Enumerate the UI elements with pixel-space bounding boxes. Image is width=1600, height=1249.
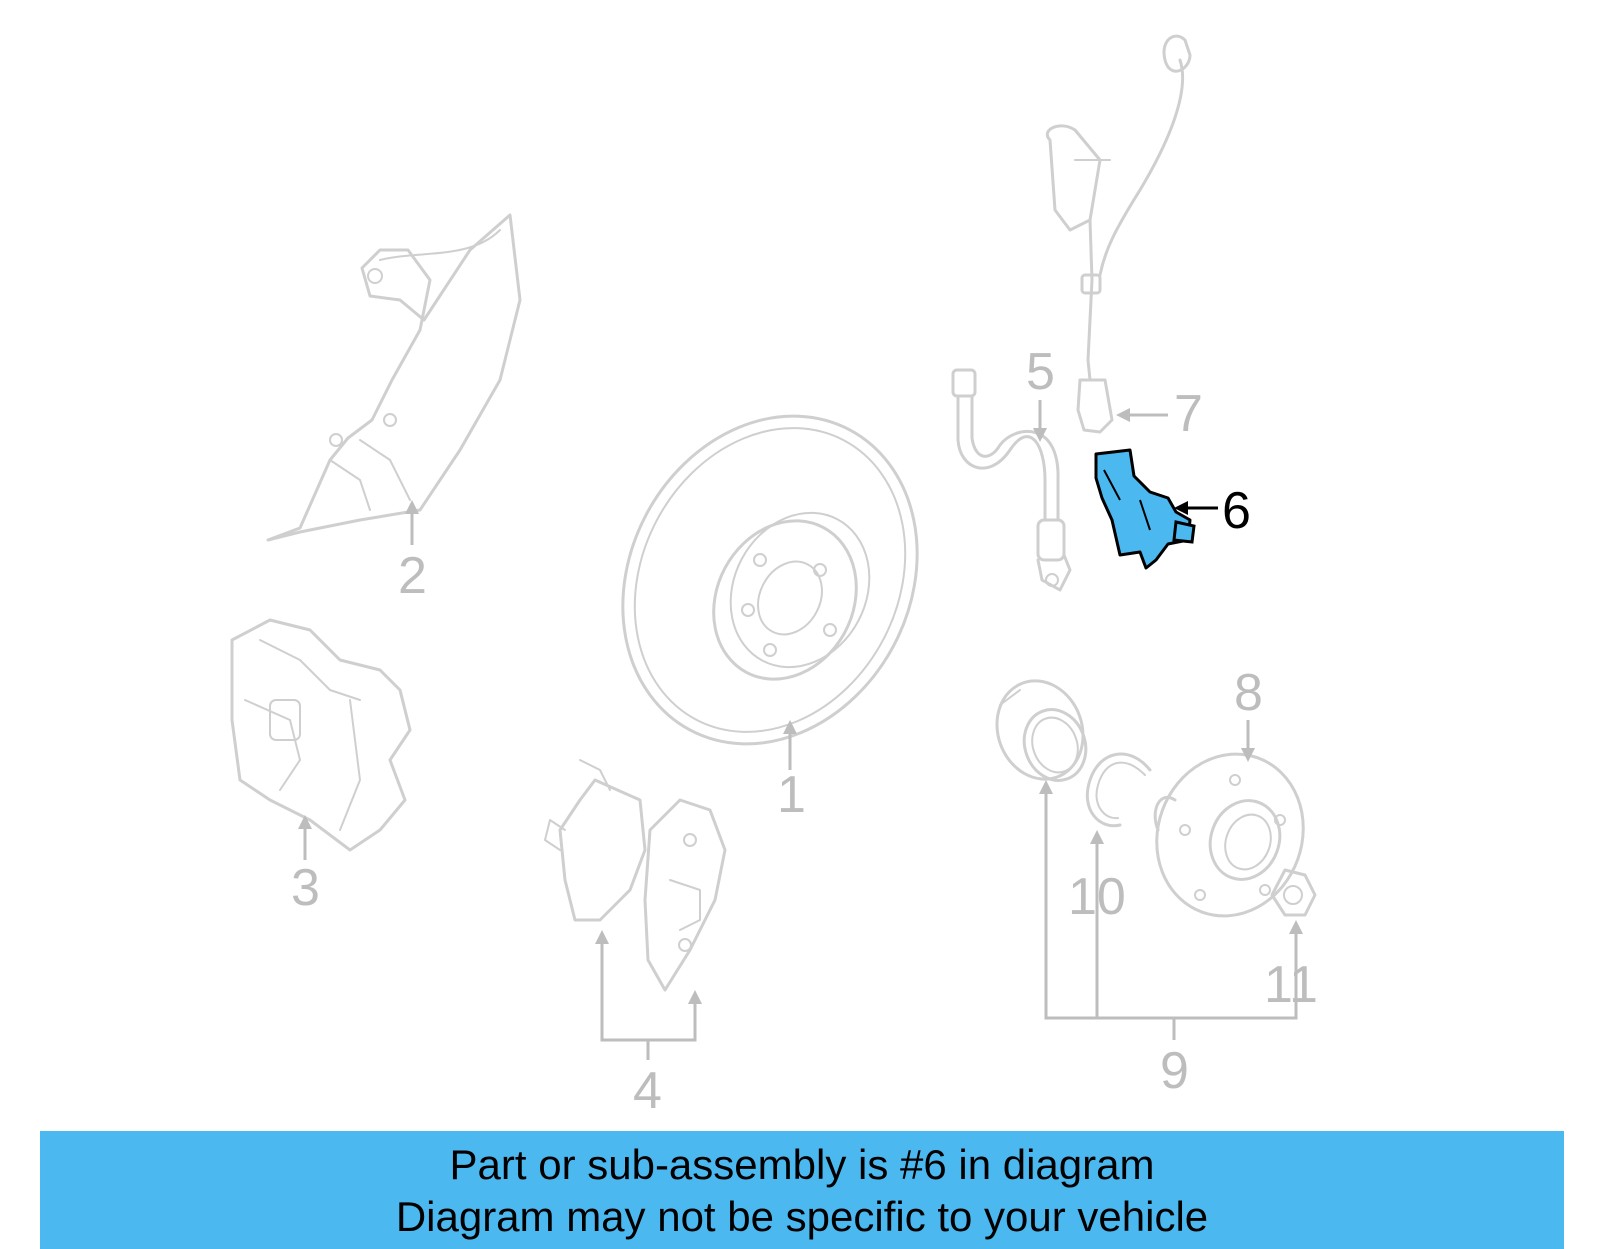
part-hub-nut <box>1270 868 1317 917</box>
part-snap-ring <box>1085 752 1152 828</box>
part-brake-rotor <box>621 414 919 746</box>
part-wheel-hub <box>1153 752 1305 918</box>
part-wheel-bearing <box>995 679 1088 782</box>
callout-4[interactable]: 4 <box>633 1062 662 1120</box>
callout-6-leader <box>1174 501 1218 515</box>
callout-3[interactable]: 3 <box>291 859 320 917</box>
callout-11[interactable]: 11 <box>1264 956 1318 1014</box>
part-brake-hose <box>951 368 1072 592</box>
callout-2[interactable]: 2 <box>398 547 427 605</box>
callout-10[interactable]: 10 <box>1068 868 1126 926</box>
callout-1[interactable]: 1 <box>777 766 806 824</box>
part-abs-sensor-highlighted[interactable] <box>1094 448 1196 570</box>
part-splash-shield <box>266 213 522 542</box>
callout-6[interactable]: 6 <box>1222 482 1251 540</box>
callout-8[interactable]: 8 <box>1234 664 1263 722</box>
callout-5[interactable]: 5 <box>1026 343 1055 401</box>
callout-leaders <box>298 400 1303 1060</box>
part-brake-caliper <box>230 618 412 852</box>
part-sensor-wire <box>1046 34 1192 434</box>
callout-9[interactable]: 9 <box>1160 1042 1189 1100</box>
info-banner: Part or sub-assembly is #6 in diagram Di… <box>40 1131 1564 1249</box>
part-brake-pads <box>544 759 727 992</box>
callout-7[interactable]: 7 <box>1174 385 1203 443</box>
banner-line-disclaimer: Diagram may not be specific to your vehi… <box>395 1193 1209 1240</box>
banner-line-part-number: Part or sub-assembly is #6 in diagram <box>449 1141 1155 1188</box>
